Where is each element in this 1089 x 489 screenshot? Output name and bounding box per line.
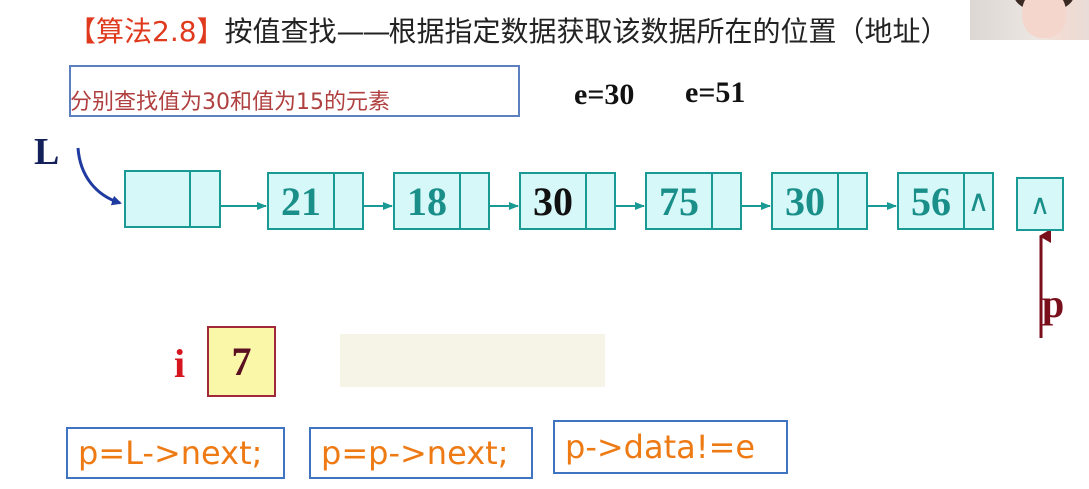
node-value: 21 bbox=[269, 174, 335, 228]
search-value-1: e=30 bbox=[574, 78, 635, 111]
title-text: 按值查找 bbox=[224, 15, 337, 48]
presenter-face bbox=[1022, 0, 1066, 38]
node-next bbox=[461, 174, 488, 228]
node-next bbox=[839, 174, 866, 228]
node-value: 75 bbox=[647, 174, 713, 228]
list-node-4: 75 bbox=[645, 172, 742, 230]
list-node-2: 18 bbox=[393, 172, 490, 230]
node-value-current: 30 bbox=[521, 174, 587, 228]
node-value: 18 bbox=[395, 174, 461, 228]
title-description: 根据指定数据获取该数据所在的位置（地址） bbox=[388, 15, 949, 48]
title-dash: —— bbox=[336, 15, 391, 48]
node-value: 30 bbox=[773, 174, 839, 228]
node-value: 56 bbox=[899, 174, 965, 228]
task-box bbox=[69, 65, 520, 117]
null-pointer-symbol: ∧ bbox=[967, 183, 990, 219]
task-text: 分别查找值为30和值为15的元素 bbox=[70, 90, 390, 115]
list-node-1: 21 bbox=[267, 172, 364, 230]
list-node-6: 56 ∧ bbox=[897, 172, 994, 230]
node-next bbox=[335, 174, 362, 228]
list-head-label: L bbox=[34, 131, 60, 173]
node-next bbox=[713, 174, 740, 228]
presenter-webcam bbox=[970, 0, 1089, 40]
head-node bbox=[124, 170, 221, 228]
algorithm-tag: 【算法2.8】 bbox=[68, 15, 225, 48]
code-line-init: p=L->next; bbox=[66, 427, 285, 479]
node-next bbox=[587, 174, 614, 228]
list-node-5: 30 bbox=[771, 172, 868, 230]
page-title: 【算法2.8】按值查找——根据指定数据获取该数据所在的位置（地址） bbox=[68, 10, 949, 50]
code-line-condition: p->data!=e bbox=[553, 420, 788, 474]
list-node-3: 30 bbox=[519, 172, 616, 230]
null-node: ∧ bbox=[1016, 177, 1064, 231]
counter-label: i bbox=[174, 341, 186, 386]
code-line-advance: p=p->next; bbox=[309, 427, 533, 479]
pointer-p-label: p bbox=[1042, 281, 1065, 326]
head-node-divider bbox=[189, 172, 191, 226]
search-value-2: e=51 bbox=[685, 76, 746, 109]
blank-panel bbox=[340, 334, 605, 387]
counter-box: 7 bbox=[207, 326, 276, 397]
head-pointer-arrow bbox=[76, 147, 122, 206]
